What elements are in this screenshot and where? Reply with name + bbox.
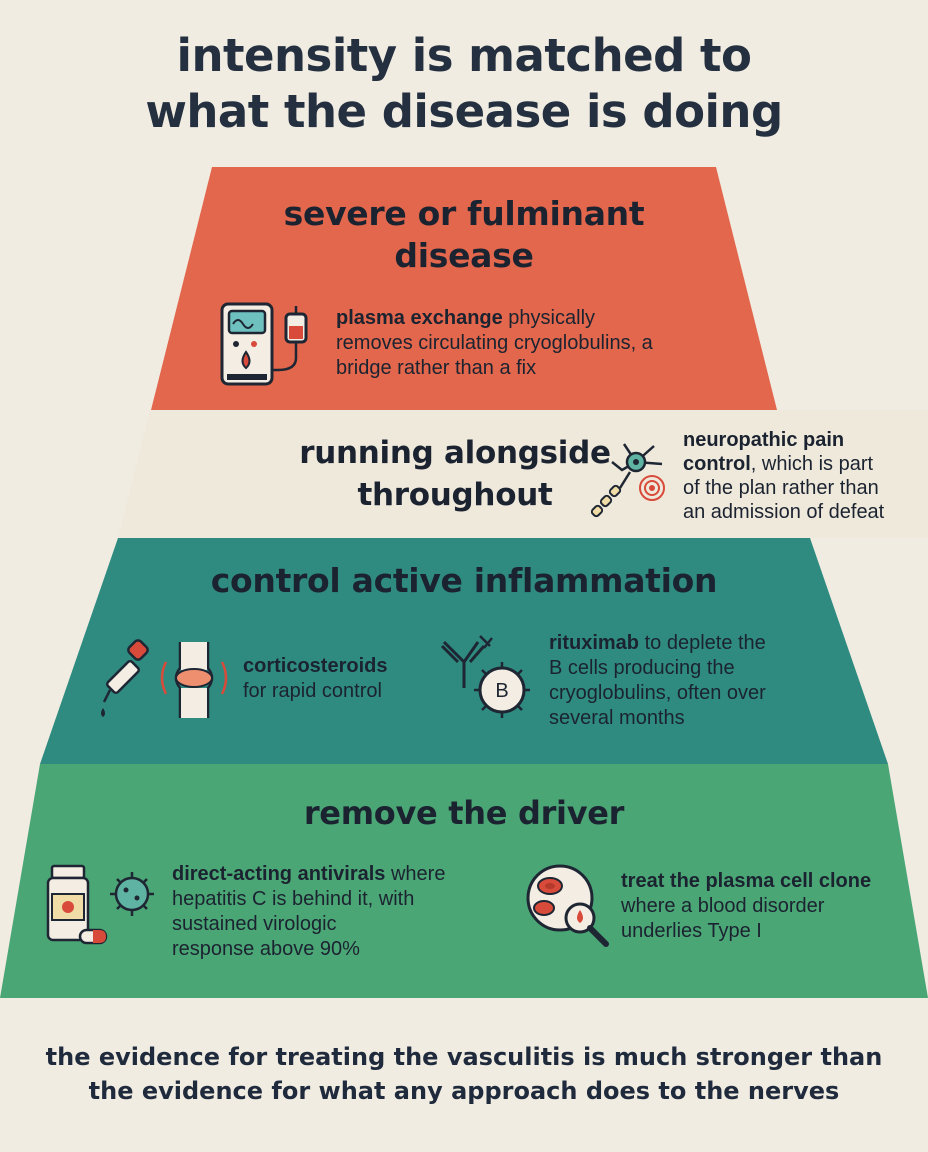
neuron-pain-icon (590, 443, 665, 518)
plasma-exchange-text: plasma exchange physically removes circu… (336, 307, 653, 379)
plasma-cell-clone-text: treat the plasma cell clone where a bloo… (621, 870, 872, 942)
plasma-exchange-machine-icon (220, 302, 308, 386)
antivirals-text: direct-acting antivirals where hepatitis… (172, 863, 446, 960)
footer-line-1: the evidence for treating the vasculitis… (45, 1043, 883, 1071)
dropper-joint-icon (101, 639, 228, 718)
band-inflammation (40, 538, 888, 764)
tier-alongside-title: running alongside throughout (299, 435, 611, 513)
band-severe (151, 167, 777, 410)
tier-driver-title: remove the driver (303, 794, 625, 832)
title-line-1: intensity is matched to (176, 29, 752, 82)
neuropathic-pain-text: neuropathic pain control, which is part … (683, 429, 885, 523)
rituximab-text: rituximab to deplete the B cells produci… (549, 632, 766, 729)
corticosteroids-text: corticosteroids for rapid control (243, 655, 388, 702)
band-driver (0, 764, 928, 998)
footer-line-2: the evidence for what any approach does … (88, 1077, 840, 1105)
page-title: intensity is matched to what the disease… (0, 28, 928, 140)
b-cell-badge: B (495, 680, 508, 702)
tier-severe-title: severe or fulminant disease (283, 194, 645, 275)
antibody-b-cell-icon: B (440, 635, 530, 718)
footer-note: the evidence for treating the vasculitis… (0, 1040, 928, 1108)
title-line-2: what the disease is doing (145, 85, 783, 138)
band-alongside (118, 410, 928, 538)
tier-inflammation-title: control active inflammation (210, 561, 718, 600)
blood-cells-magnifier-icon (526, 864, 609, 947)
antiviral-pills-virus-icon (46, 864, 154, 945)
